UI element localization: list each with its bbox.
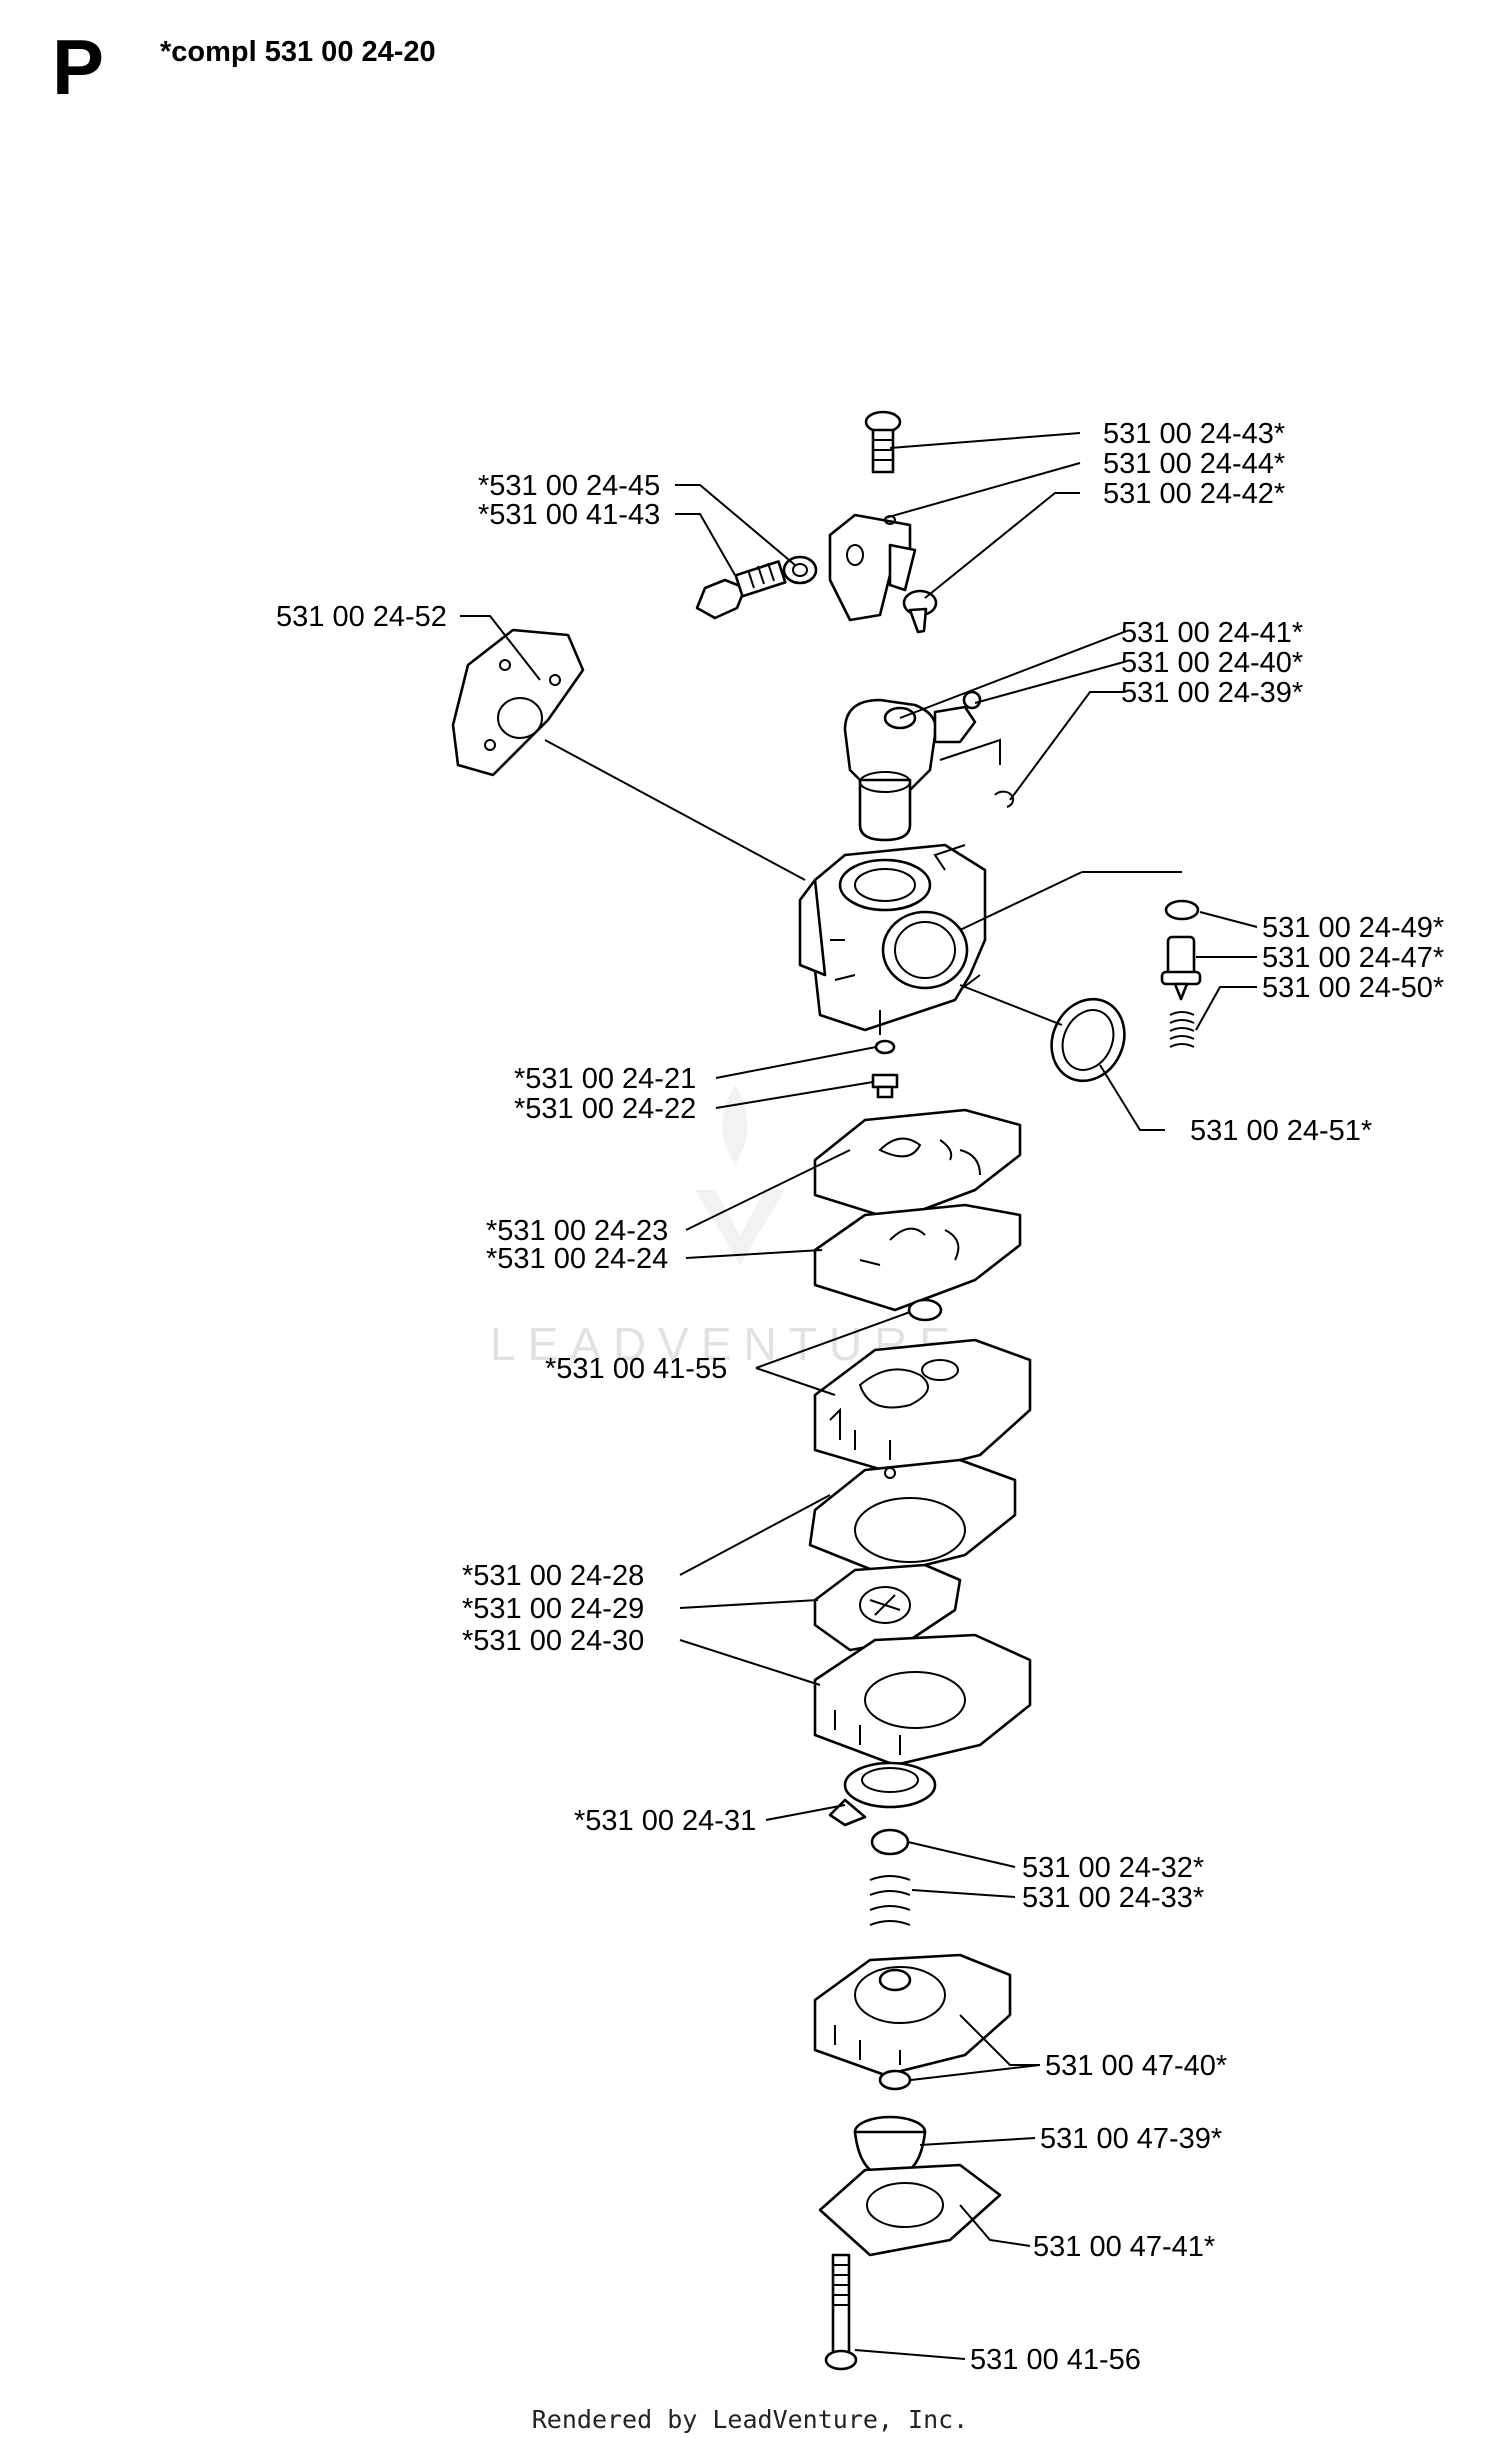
callout-label: 531 00 24-42* [1103,478,1285,510]
callout-label: 531 00 47-40* [1045,2050,1227,2082]
callout-label: *531 00 24-23 [486,1215,668,1247]
seal-ring-part [1050,997,1126,1083]
pump-cover-part [813,1953,1012,2077]
flange-gasket-part [451,628,585,777]
callout-label: 531 00 24-47* [1262,942,1444,974]
callout-label: *531 00 41-43 [478,499,660,531]
spring-part [869,1875,911,1926]
valve-disc-part [907,1298,943,1322]
metering-plate-part [813,1633,1032,1767]
gasket-23-part [813,1108,1022,1222]
assembly-title: *compl 531 00 24-20 [160,36,436,68]
callout-labels: 531 00 24-43* 531 00 24-44* 531 00 24-42… [276,418,1444,2376]
callout-label: 531 00 47-41* [1033,2231,1215,2263]
leader-lines [460,432,1258,2360]
cover-gasket-part [818,2163,1002,2257]
needle-part [1160,935,1202,1001]
primer-bulb-part [853,2115,927,2179]
cap-part [870,1828,910,1856]
callout-label: *531 00 24-21 [514,1063,696,1095]
jet-part [871,1039,899,1099]
callout-label: *531 00 24-22 [514,1093,696,1125]
callout-label: 531 00 24-40* [1121,647,1303,679]
throttle-bracket-part [828,513,917,622]
callout-label: 531 00 24-50* [1262,972,1444,1004]
callout-label: *531 00 24-45 [478,470,660,502]
callout-label: *531 00 24-30 [462,1625,644,1657]
callout-label: *531 00 24-29 [462,1593,644,1625]
oring-part [1164,899,1200,921]
gasket-24-part [813,1203,1022,1312]
e-clip-part [994,790,1015,808]
callout-label: 531 00 47-39* [1040,2123,1222,2155]
footer-credit: Rendered by LeadVenture, Inc. [531,2405,969,2434]
callout-label: *531 00 24-31 [574,1805,756,1837]
screw-top-part [864,410,902,474]
pump-body-part [813,1338,1032,1477]
callout-label: 531 00 24-33* [1022,1882,1204,1914]
callout-label: *531 00 24-28 [462,1560,644,1592]
callout-label: 531 00 41-56 [970,2344,1141,2376]
throttle-shaft-part [843,690,1001,842]
callout-label: 531 00 24-44* [1103,448,1285,480]
spring-small-part [1169,1011,1195,1048]
callout-label: 531 00 24-51* [1190,1115,1372,1147]
watermark-logo [695,1085,785,1265]
callout-label: 531 00 24-32* [1022,1852,1204,1884]
callout-label: *531 00 41-55 [545,1353,727,1385]
callout-label: 531 00 24-39* [1121,677,1303,709]
diaphragm-29-part [813,1563,962,1652]
long-screw-part [824,2253,858,2371]
diaphragm-31-part [828,1761,937,1827]
check-disc-part [878,2069,912,2091]
callout-label: 531 00 24-43* [1103,418,1285,450]
callout-label: *531 00 24-24 [486,1243,668,1275]
diaphragm-28-part [808,1458,1017,1577]
section-letter: P [52,23,105,111]
idle-screw-part [902,589,938,634]
callout-label: 531 00 24-52 [276,601,447,633]
adjust-screw-part [695,555,818,620]
carburetor-body-part [798,843,987,1035]
callout-label: 531 00 24-49* [1262,912,1444,944]
callout-label: 531 00 24-41* [1121,617,1303,649]
